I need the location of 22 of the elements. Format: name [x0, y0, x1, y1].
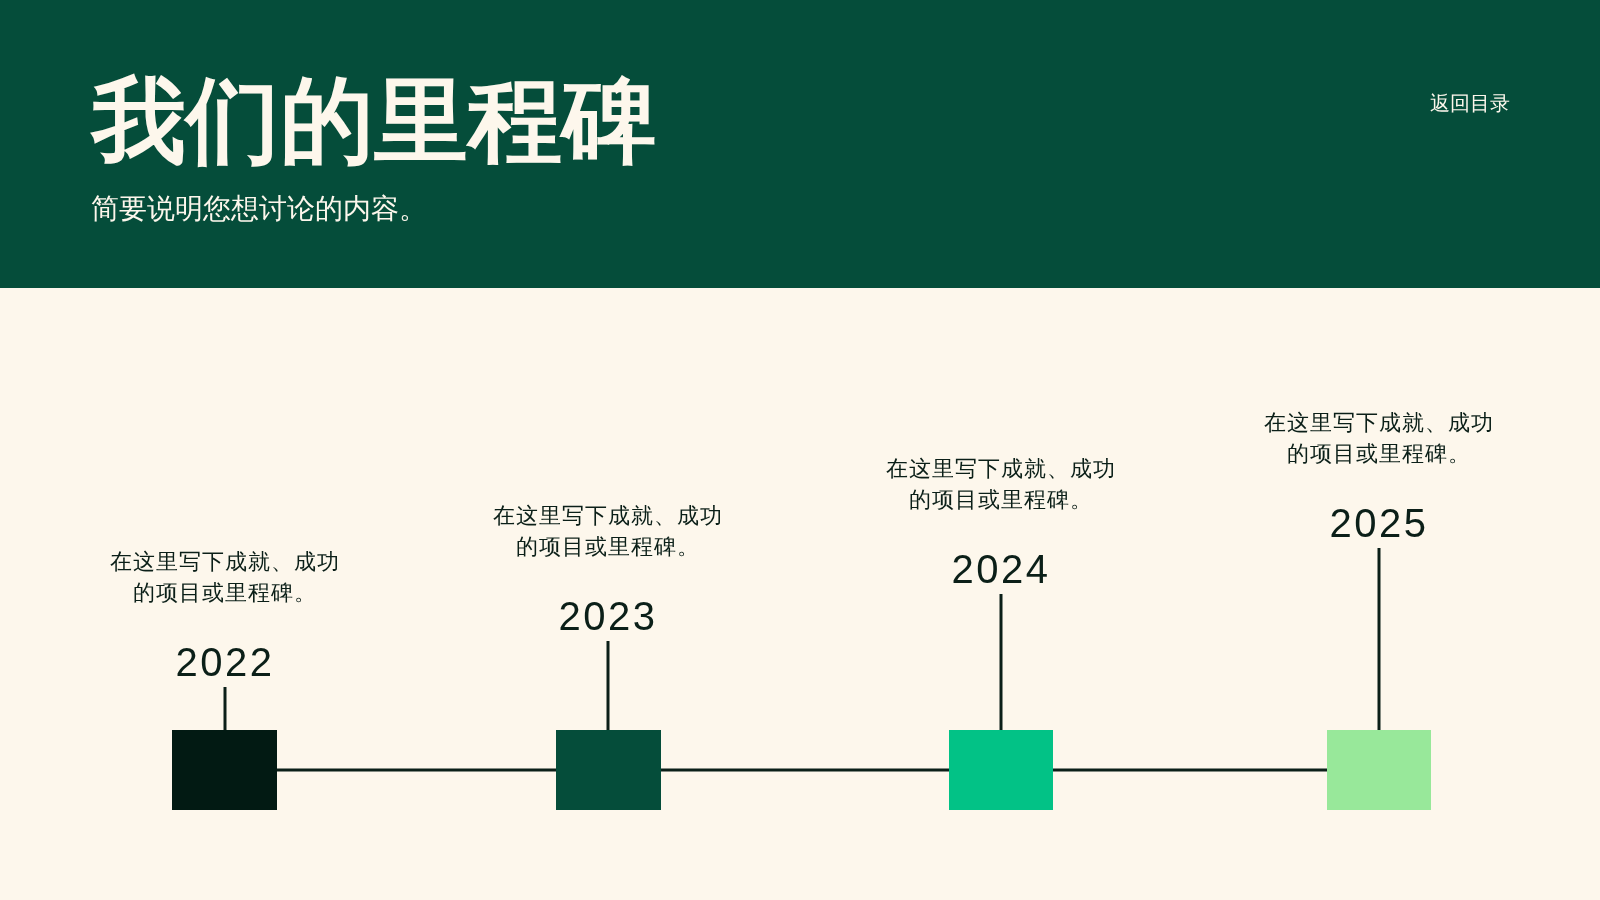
- connector-line: [661, 768, 949, 772]
- connector-line: [277, 768, 556, 772]
- year-label: 2025: [1329, 498, 1429, 548]
- slide-title: 我们的里程碑: [92, 74, 656, 168]
- milestone-description: 在这里写下成就、成功的项目或里程碑。: [492, 502, 724, 561]
- connector-line: [1053, 768, 1327, 772]
- milestone-description: 在这里写下成就、成功的项目或里程碑。: [1263, 409, 1495, 468]
- connector-line: [606, 641, 610, 730]
- year-label: 2022: [175, 637, 275, 687]
- year-label: 2024: [951, 544, 1051, 594]
- milestone-square: [172, 730, 277, 810]
- milestone-square: [1327, 730, 1431, 810]
- year-label: 2023: [558, 591, 658, 641]
- milestone-description: 在这里写下成就、成功的项目或里程碑。: [109, 548, 341, 607]
- connector-line: [223, 687, 227, 730]
- milestone-description: 在这里写下成就、成功的项目或里程碑。: [885, 455, 1117, 514]
- connector-line: [999, 594, 1003, 730]
- milestone-square: [556, 730, 661, 810]
- back-to-contents-link: 返回目录: [1430, 92, 1510, 116]
- connector-line: [1377, 548, 1381, 730]
- slide-subtitle: 简要说明您想讨论的内容。: [91, 192, 427, 226]
- milestone-square: [949, 730, 1053, 810]
